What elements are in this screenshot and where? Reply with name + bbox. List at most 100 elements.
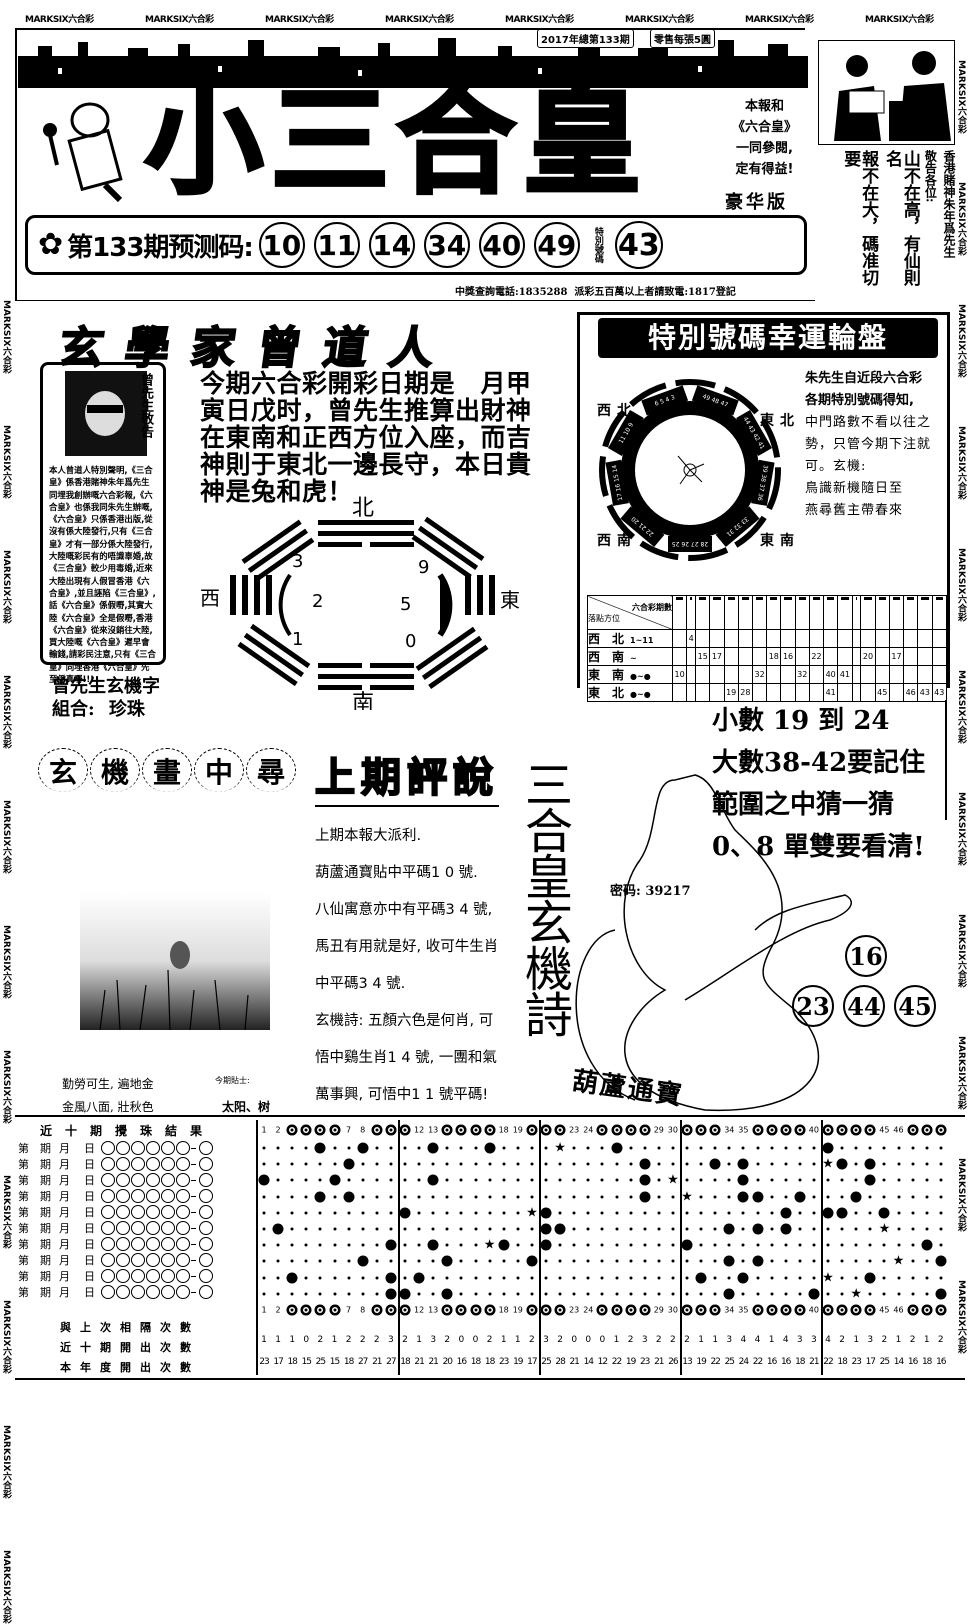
year-count: 22 bbox=[823, 1357, 834, 1367]
grid-dot bbox=[671, 1162, 675, 1166]
grid-dot bbox=[939, 1146, 943, 1150]
grid-dot bbox=[417, 1243, 421, 1247]
grid-dot bbox=[431, 1162, 435, 1166]
row-day: 日 bbox=[84, 1238, 95, 1251]
grid-dot bbox=[911, 1178, 915, 1182]
watermark: MARKSIX六合彩 bbox=[1, 1425, 11, 1499]
grid-header-ball bbox=[907, 1304, 919, 1316]
grid-dot bbox=[629, 1211, 633, 1215]
grid-separator bbox=[538, 1120, 541, 1375]
table-issue-cell bbox=[874, 595, 890, 630]
grid-dot bbox=[897, 1243, 900, 1247]
empty-ball bbox=[101, 1221, 115, 1235]
table-cell: 46 bbox=[903, 683, 919, 702]
year-count: 22 bbox=[752, 1357, 764, 1367]
year-count: 18 bbox=[795, 1357, 806, 1367]
prediction-number-ball: 40 bbox=[478, 222, 525, 268]
grid-dot bbox=[318, 1243, 322, 1247]
grid-header-ball bbox=[766, 1304, 778, 1316]
poem-line-2: 金風八面, 壯秋色 bbox=[62, 1100, 154, 1114]
grid-dot bbox=[939, 1276, 943, 1280]
grid-dot bbox=[375, 1259, 379, 1263]
drawn-ball-marker bbox=[639, 1158, 651, 1170]
grid-dot bbox=[572, 1195, 576, 1199]
bagua-number: 9 bbox=[418, 557, 429, 578]
empty-ball bbox=[176, 1205, 190, 1219]
review-title: 上期評說 bbox=[314, 745, 499, 807]
footer-label: 與上次相隔次數 bbox=[60, 1321, 200, 1334]
grid-dot bbox=[685, 1211, 689, 1215]
drawn-ball-marker bbox=[526, 1255, 538, 1267]
table-cell: 22 bbox=[808, 647, 825, 666]
row-issue: 第 期 bbox=[18, 1286, 51, 1299]
gourd-illustration bbox=[575, 774, 852, 1112]
watermark: MARKSIX六合彩 bbox=[1, 925, 11, 999]
grid-dot bbox=[502, 1195, 506, 1199]
grid-dot bbox=[304, 1243, 308, 1247]
grid-dot bbox=[882, 1243, 886, 1247]
row-day: 日 bbox=[84, 1286, 95, 1299]
grid-dot bbox=[488, 1292, 492, 1296]
grid-header-ball bbox=[695, 1124, 707, 1136]
recent-ten-count: 2 bbox=[444, 1335, 451, 1345]
grid-header-ball bbox=[399, 1124, 411, 1136]
empty-ball bbox=[146, 1157, 160, 1171]
table-cell bbox=[737, 647, 753, 666]
grid-header-ball bbox=[794, 1304, 806, 1316]
grid-dot bbox=[727, 1195, 731, 1199]
grid-dot bbox=[586, 1146, 590, 1150]
drawn-ball-marker bbox=[540, 1207, 552, 1219]
empty-ball bbox=[116, 1221, 130, 1235]
grid-header-number: 23 bbox=[569, 1125, 580, 1135]
grid-header-ball bbox=[780, 1124, 792, 1136]
grid-dot bbox=[699, 1195, 703, 1199]
drawn-ball-marker bbox=[752, 1255, 763, 1267]
review-lines: 上期本報大派利.葫蘆通寶貼中平碼1 0 號.八仙寓意亦中有平碼3 4 號,馬丑有… bbox=[315, 818, 520, 1114]
grid-dot bbox=[304, 1211, 308, 1215]
empty-ball bbox=[101, 1157, 115, 1171]
grid-header-number: 23 bbox=[569, 1305, 580, 1315]
row-day: 日 bbox=[84, 1158, 95, 1171]
watermark: MARKSIX六合彩 bbox=[956, 426, 966, 500]
grid-dot bbox=[544, 1146, 548, 1150]
grid-dot bbox=[939, 1162, 943, 1166]
empty-ball bbox=[131, 1237, 145, 1251]
grid-header-ball bbox=[907, 1124, 919, 1136]
grid-dot bbox=[474, 1292, 477, 1296]
grid-dot bbox=[868, 1259, 872, 1263]
grid-dot bbox=[671, 1195, 675, 1199]
row-issue: 第 期 bbox=[18, 1270, 51, 1283]
empty-ball bbox=[101, 1269, 115, 1283]
grid-dot bbox=[403, 1227, 407, 1231]
grid-header-number: 2 bbox=[275, 1125, 281, 1135]
drawn-ball-marker bbox=[808, 1288, 820, 1300]
grid-dot bbox=[671, 1292, 675, 1296]
empty-ball bbox=[131, 1205, 145, 1219]
table-issue-cell bbox=[917, 595, 933, 630]
grid-dot bbox=[502, 1227, 506, 1231]
empty-ball bbox=[161, 1173, 175, 1187]
grid-dot bbox=[516, 1195, 520, 1199]
drawn-ball-marker bbox=[385, 1239, 397, 1251]
table-corner: 六合彩期數落點方位 bbox=[587, 595, 673, 630]
grid-header-number: 34 bbox=[724, 1305, 735, 1315]
grid-dot bbox=[826, 1292, 830, 1296]
grid-dot bbox=[854, 1259, 858, 1263]
table-issue-cell bbox=[860, 595, 876, 630]
wheel-text-line: 中門路數不看以往之 bbox=[805, 415, 932, 430]
notice-column: 山不在高，有仙則名 bbox=[881, 150, 920, 286]
empty-ball bbox=[176, 1269, 190, 1283]
year-count: 18 bbox=[837, 1357, 848, 1367]
grid-dot bbox=[558, 1243, 562, 1247]
grid-dot bbox=[290, 1195, 294, 1199]
grid-dot bbox=[389, 1195, 393, 1199]
grid-header-ball bbox=[921, 1124, 933, 1136]
grid-dot bbox=[488, 1178, 492, 1182]
grid-header-ball bbox=[935, 1304, 947, 1316]
grid-dot bbox=[727, 1178, 731, 1182]
grid-dot bbox=[445, 1162, 449, 1166]
empty-ball bbox=[161, 1285, 175, 1299]
grid-dot bbox=[615, 1178, 618, 1182]
